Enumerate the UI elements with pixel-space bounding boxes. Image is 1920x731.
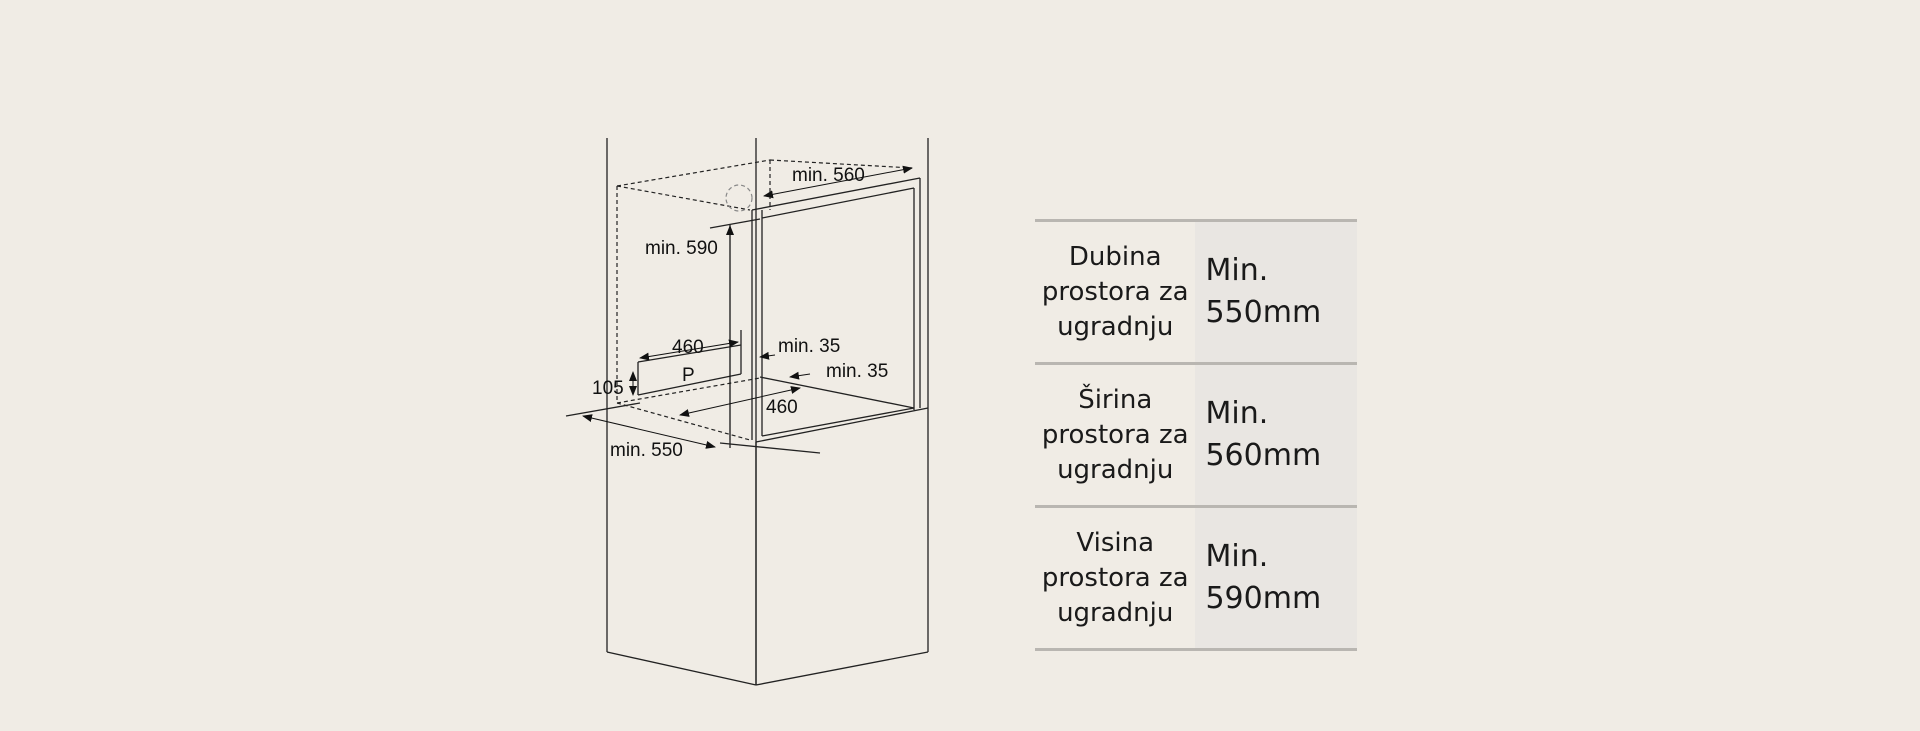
label-width-top: min. 560 (792, 165, 865, 186)
spec-value: Min.550mm (1195, 220, 1357, 364)
label-inner-depth: 460 (766, 397, 798, 418)
table-row: Visina prostora za ugradnju Min.590mm (1035, 506, 1357, 650)
label-side-gap-2: min. 35 (826, 361, 888, 382)
table-row: Dubina prostora za ugradnju Min.550mm (1035, 220, 1357, 364)
label-depth: min. 550 (610, 440, 683, 461)
label-panel-height: 105 (592, 378, 624, 399)
label-panel-width: 460 (672, 337, 704, 358)
label-height: min. 590 (645, 238, 718, 259)
spec-table: Dubina prostora za ugradnju Min.550mm Ši… (1035, 219, 1357, 651)
spec-label: Širina prostora za ugradnju (1035, 363, 1196, 507)
label-panel-letter: P (682, 365, 695, 386)
spec-label: Dubina prostora za ugradnju (1035, 220, 1196, 364)
table-row: Širina prostora za ugradnju Min.560mm (1035, 363, 1357, 507)
label-side-gap-1: min. 35 (778, 336, 840, 357)
spec-label: Visina prostora za ugradnju (1035, 506, 1196, 650)
spec-value: Min.590mm (1195, 506, 1357, 650)
spec-value: Min.560mm (1195, 363, 1357, 507)
